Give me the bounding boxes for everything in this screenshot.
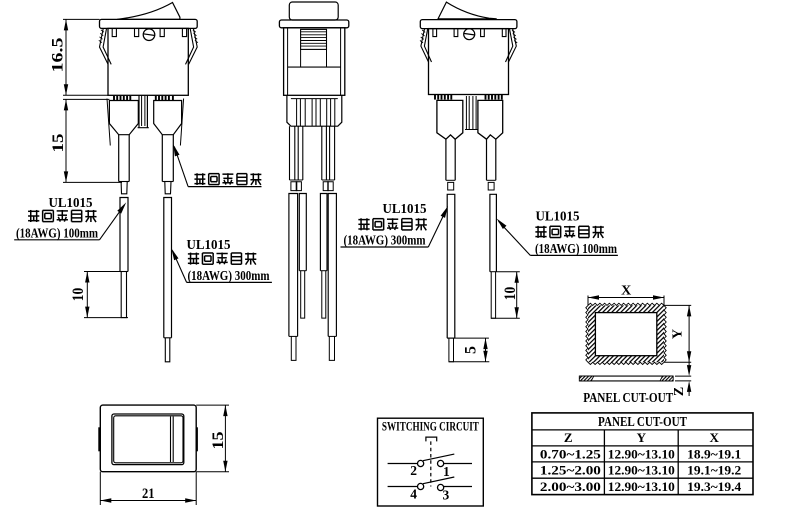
svg-text:UL1015: UL1015 [536, 210, 580, 225]
svg-text:(18AWG) 300mm: (18AWG) 300mm [344, 233, 427, 248]
svg-text:2: 2 [410, 463, 417, 478]
svg-text:UL1015: UL1015 [383, 202, 427, 217]
svg-text:12.90~13.10: 12.90~13.10 [608, 463, 675, 478]
svg-text:SWITCHING CIRCUIT: SWITCHING CIRCUIT [382, 419, 479, 433]
svg-text:19.1~19.2: 19.1~19.2 [687, 463, 741, 478]
svg-text:UL1015: UL1015 [187, 238, 231, 253]
svg-text:Y: Y [671, 329, 686, 339]
svg-text:UL1015: UL1015 [49, 196, 93, 211]
svg-text:2.00~3.00: 2.00~3.00 [540, 479, 601, 494]
svg-text:Z: Z [672, 387, 687, 396]
svg-text:10: 10 [502, 287, 519, 301]
svg-text:(18AWG) 100mm: (18AWG) 100mm [535, 241, 618, 256]
svg-text:X: X [621, 284, 631, 299]
svg-text:15: 15 [50, 134, 67, 153]
svg-text:5: 5 [463, 346, 480, 354]
svg-text:3: 3 [443, 488, 450, 503]
svg-text:0.70~1.25: 0.70~1.25 [540, 446, 602, 461]
svg-text:19.3~19.4: 19.3~19.4 [687, 479, 742, 494]
svg-text:(18AWG) 100mm: (18AWG) 100mm [16, 226, 99, 241]
svg-text:1: 1 [443, 464, 450, 479]
svg-text:PANEL CUT-OUT: PANEL CUT-OUT [583, 391, 674, 406]
svg-text:Z: Z [564, 430, 573, 445]
svg-text:16.5: 16.5 [50, 38, 67, 73]
svg-text:21: 21 [142, 486, 155, 502]
svg-text:15: 15 [210, 432, 227, 450]
svg-text:PANEL CUT-OUT: PANEL CUT-OUT [598, 414, 687, 429]
svg-text:18.9~19.1: 18.9~19.1 [687, 446, 741, 461]
svg-text:1.25~2.00: 1.25~2.00 [540, 463, 601, 478]
svg-text:12.90~13.10: 12.90~13.10 [608, 479, 675, 494]
svg-text:(18AWG) 300mm: (18AWG) 300mm [188, 268, 271, 283]
svg-text:X: X [710, 430, 720, 445]
svg-text:12.90~13.10: 12.90~13.10 [608, 446, 675, 461]
svg-text:4: 4 [410, 487, 417, 502]
svg-text:Y: Y [637, 430, 647, 445]
svg-text:10: 10 [70, 288, 87, 302]
